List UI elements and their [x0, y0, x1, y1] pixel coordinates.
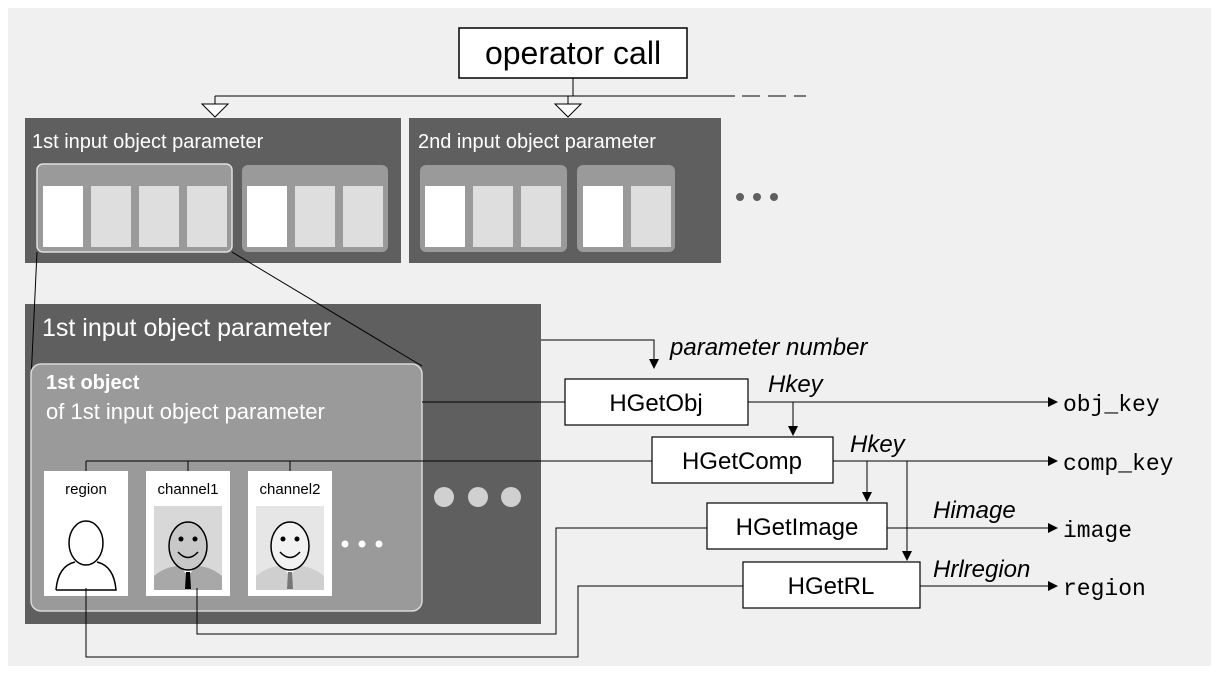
- top-param-1-panel: 1st input object parameter: [25, 118, 401, 263]
- slot: [91, 186, 131, 247]
- slot: [583, 186, 623, 247]
- component-ellipsis: [341, 540, 383, 548]
- slot: [425, 186, 465, 247]
- slot: [631, 186, 671, 247]
- slot: [43, 186, 83, 247]
- operator-call-box: operator call: [458, 27, 688, 79]
- zoom-lines: [30, 251, 423, 381]
- output-obj-key: obj_key: [1063, 392, 1160, 418]
- smiling-face-icon: [256, 521, 324, 590]
- top-param-1-title: 1st input object parameter: [32, 131, 264, 153]
- hgetimage-box: HGetImage: [706, 502, 888, 550]
- slot: [473, 186, 513, 247]
- himage-label: Himage: [933, 497, 1016, 524]
- hgetimage-label: HGetImage: [736, 514, 859, 541]
- person-silhouette-icon: [55, 520, 117, 591]
- slot: [295, 186, 335, 247]
- slot: [343, 186, 383, 247]
- output-comp-key: comp_key: [1063, 451, 1174, 477]
- hgetobj-label: HGetObj: [609, 390, 702, 417]
- connector-lines: [85, 339, 1058, 658]
- top-param-1-object-1: [36, 163, 233, 253]
- hgetrl-box: HGetRL: [742, 561, 921, 609]
- slot: [521, 186, 561, 247]
- component-region-label: region: [65, 481, 107, 498]
- hgetobj-box: HGetObj: [564, 378, 749, 426]
- top-param-2-title: 2nd input object parameter: [418, 131, 656, 153]
- top-ellipsis: [736, 193, 778, 201]
- output-region: region: [1063, 576, 1146, 602]
- detail-param-title: 1st input object parameter: [42, 314, 331, 342]
- object-title: 1st object: [46, 372, 140, 394]
- parameter-number-label: parameter number: [669, 334, 868, 361]
- component-region: region: [44, 471, 128, 596]
- hkey-label-2: Hkey: [850, 431, 907, 458]
- slot: [139, 186, 179, 247]
- top-param-2-panel: 2nd input object parameter: [409, 118, 721, 263]
- operator-call-connectors: [200, 78, 806, 118]
- hgetcomp-box: HGetComp: [651, 436, 834, 484]
- component-channel1: channel1: [146, 471, 230, 596]
- hrlregion-label: Hrlregion: [933, 556, 1030, 583]
- component-channel2-label: channel2: [260, 481, 321, 498]
- slot: [247, 186, 287, 247]
- component-channel2: channel2: [248, 471, 332, 596]
- output-image: image: [1063, 518, 1132, 544]
- object-subtitle: of 1st input object parameter: [46, 399, 325, 424]
- operator-call-label: operator call: [485, 35, 661, 71]
- hgetcomp-label: HGetComp: [682, 448, 802, 475]
- slot: [187, 186, 227, 247]
- component-channel1-label: channel1: [158, 481, 219, 498]
- smiling-face-icon: [154, 521, 222, 590]
- hkey-label-1: Hkey: [768, 371, 825, 398]
- hgetrl-label: HGetRL: [788, 573, 875, 600]
- object-ellipsis: [434, 487, 521, 507]
